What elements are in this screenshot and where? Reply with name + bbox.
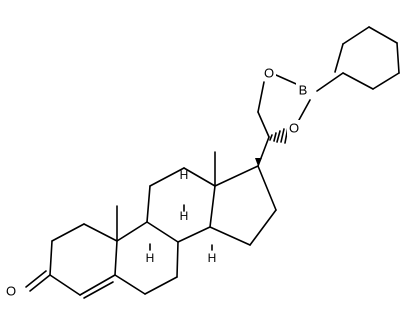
boron-label: B: [299, 83, 308, 98]
wedge-c17: [255, 158, 262, 166]
a-ring: [49, 205, 118, 299]
ketone-double-bond: [25, 270, 51, 292]
h-c8-label: H: [180, 209, 189, 223]
h-c17-label: H: [180, 168, 189, 182]
c-ring: [146, 151, 216, 243]
stereo-bonds: [149, 158, 262, 251]
b-ring: [114, 221, 179, 295]
oxygen-ketone-label: O: [6, 284, 16, 299]
hashed-wedge-c20-o: [269, 126, 289, 144]
d-ring: [209, 136, 277, 246]
oxygen-ring-top-label: O: [264, 66, 274, 81]
h-c14-label: H: [208, 251, 217, 265]
oxygen-ring-bottom-label: O: [289, 121, 299, 136]
cyclohexyl-ring: [334, 26, 400, 90]
h-c9-label: H: [146, 251, 155, 265]
